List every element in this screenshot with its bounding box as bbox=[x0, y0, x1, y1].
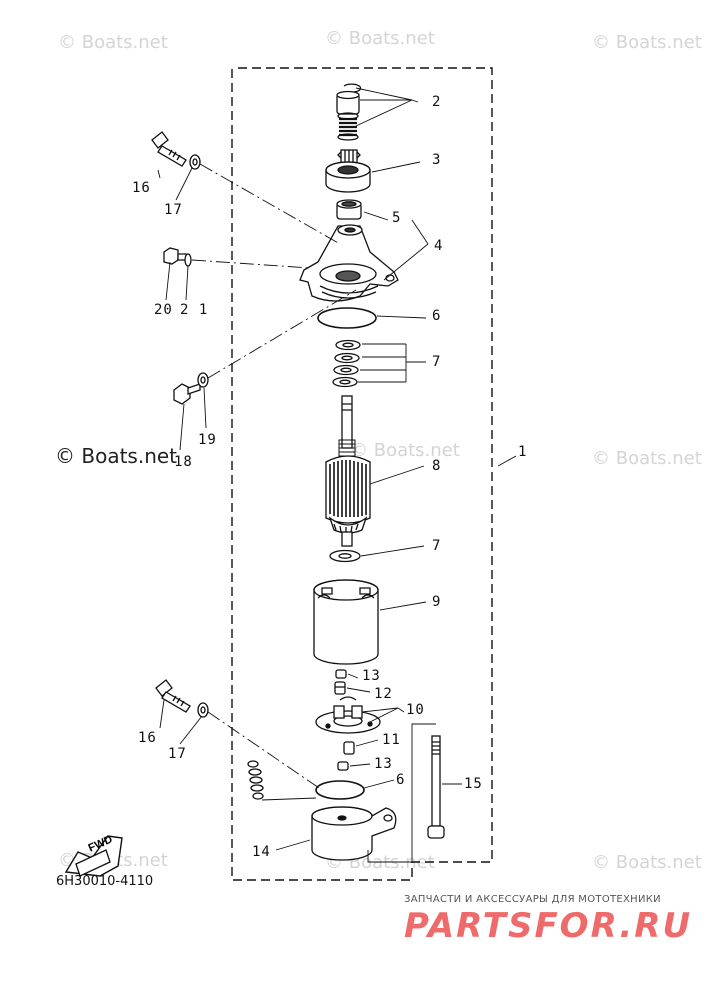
watermark: © Boats.net bbox=[592, 448, 702, 469]
part-17-washer-upper bbox=[189, 154, 201, 170]
part-13-brush-spring-upper bbox=[335, 669, 347, 679]
part-13-brush-spring-lower bbox=[337, 761, 349, 771]
callout-13-upper: 13 bbox=[362, 668, 381, 684]
callout-19: 19 bbox=[198, 432, 217, 448]
callout-17-upper: 17 bbox=[164, 202, 183, 218]
callout-10: 10 bbox=[406, 702, 425, 718]
callout-21: 2 1 bbox=[180, 302, 209, 318]
callout-8: 8 bbox=[432, 458, 442, 474]
leader-lines bbox=[157, 87, 517, 851]
part-17-washer-lower bbox=[197, 702, 209, 718]
watermark: © Boats.net bbox=[592, 852, 702, 873]
callout-17-lower: 17 bbox=[168, 746, 187, 762]
part-15-through-bolt bbox=[427, 735, 445, 839]
callout-3: 3 bbox=[432, 152, 442, 168]
part-14-rear-bracket bbox=[311, 806, 397, 861]
fwd-arrow-icon bbox=[64, 835, 123, 877]
callout-2: 2 bbox=[432, 94, 442, 110]
small-hardware-stack bbox=[247, 760, 264, 800]
part-7-washer-lower bbox=[329, 549, 361, 563]
part-21-washer bbox=[184, 253, 192, 267]
callout-5: 5 bbox=[392, 210, 402, 226]
watermark: © Boats.net bbox=[325, 28, 435, 49]
watermark: © Boats.net bbox=[350, 440, 460, 461]
callout-20: 20 bbox=[154, 302, 173, 318]
part-8-armature bbox=[325, 395, 371, 547]
callout-18: 18 bbox=[174, 454, 193, 470]
callout-12: 12 bbox=[374, 686, 393, 702]
part-6-o-ring-lower bbox=[315, 780, 365, 800]
part-7-washers-upper bbox=[332, 339, 361, 388]
part-5-bushing bbox=[336, 199, 362, 220]
callout-7-upper: 7 bbox=[432, 354, 442, 370]
watermark: © Boats.net bbox=[592, 32, 702, 53]
part-20-screw bbox=[163, 247, 187, 265]
part-12-brush bbox=[334, 681, 346, 695]
shop-logo: PARTSFOR.RU bbox=[404, 906, 693, 946]
callout-13-lower: 13 bbox=[374, 756, 393, 772]
callout-6-upper: 6 bbox=[432, 308, 442, 324]
part-19-washer bbox=[197, 372, 209, 388]
callout-4: 4 bbox=[434, 238, 444, 254]
callout-11: 11 bbox=[382, 732, 401, 748]
part-3-pinion bbox=[325, 149, 371, 193]
part-4-front-bracket bbox=[299, 224, 399, 302]
part-2-pinion-stop bbox=[336, 83, 362, 141]
watermark: © Boats.net bbox=[58, 32, 168, 53]
callout-16-upper: 16 bbox=[132, 180, 151, 196]
bolt-bracket-line bbox=[367, 723, 436, 863]
callout-7-lower: 7 bbox=[432, 538, 442, 554]
callout-1: 1 bbox=[518, 444, 528, 460]
watermark-prominent: © Boats.net bbox=[55, 444, 178, 468]
part-16-bolt-upper bbox=[151, 131, 187, 167]
callout-9: 9 bbox=[432, 594, 442, 610]
part-18-bolt bbox=[173, 383, 201, 405]
part-11-brush bbox=[343, 741, 355, 755]
callout-16-lower: 16 bbox=[138, 730, 157, 746]
part-16-bolt-lower bbox=[155, 679, 191, 713]
callout-15: 15 bbox=[464, 776, 483, 792]
part-10-brush-holder bbox=[315, 696, 381, 734]
callout-6-lower: 6 bbox=[396, 772, 406, 788]
part-9-yoke bbox=[313, 579, 379, 665]
part-6-o-ring-upper bbox=[317, 307, 377, 329]
diagram-part-code: 6H30010-4110 bbox=[56, 874, 154, 889]
callout-14: 14 bbox=[252, 844, 271, 860]
shop-tagline: ЗАПЧАСТИ И АКСЕССУАРЫ ДЛЯ МОТОТЕХНИКИ bbox=[404, 894, 661, 905]
installation-lines bbox=[191, 163, 357, 791]
